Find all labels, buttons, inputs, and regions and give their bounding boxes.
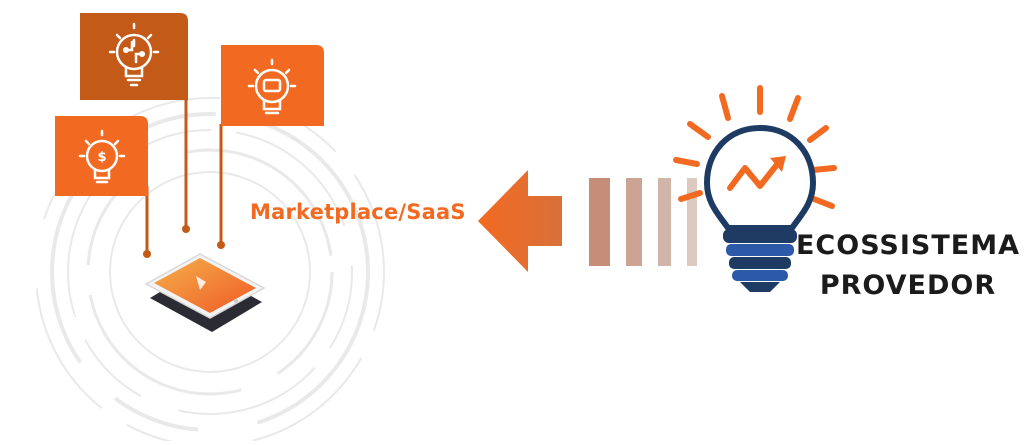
svg-text:$: $ <box>97 150 106 165</box>
background-rings <box>35 97 385 445</box>
arrow-left-icon <box>478 170 697 272</box>
ecosystem-provider-label: ECOSSISTEMA PROVEDOR <box>788 226 1028 306</box>
flag-dollar: $ <box>55 116 148 196</box>
dollar-bulb-icon <box>78 129 126 184</box>
ecosystem-line-1: ECOSSISTEMA <box>795 230 1020 261</box>
wallet-bulb-icon <box>247 58 297 115</box>
ecosystem-line-2: PROVEDOR <box>819 270 997 301</box>
flag-wallet <box>221 45 324 126</box>
marketplace-saas-text: Marketplace/SaaS <box>250 200 466 224</box>
flag-poles <box>145 100 223 253</box>
flag-circuit <box>80 13 188 100</box>
marketplace-saas-label: Marketplace/SaaS <box>250 200 466 224</box>
tablet-icon <box>144 253 266 332</box>
pole-dots <box>143 225 225 258</box>
circuit-bulb-icon <box>108 22 160 87</box>
growth-bulb-icon <box>673 85 837 292</box>
